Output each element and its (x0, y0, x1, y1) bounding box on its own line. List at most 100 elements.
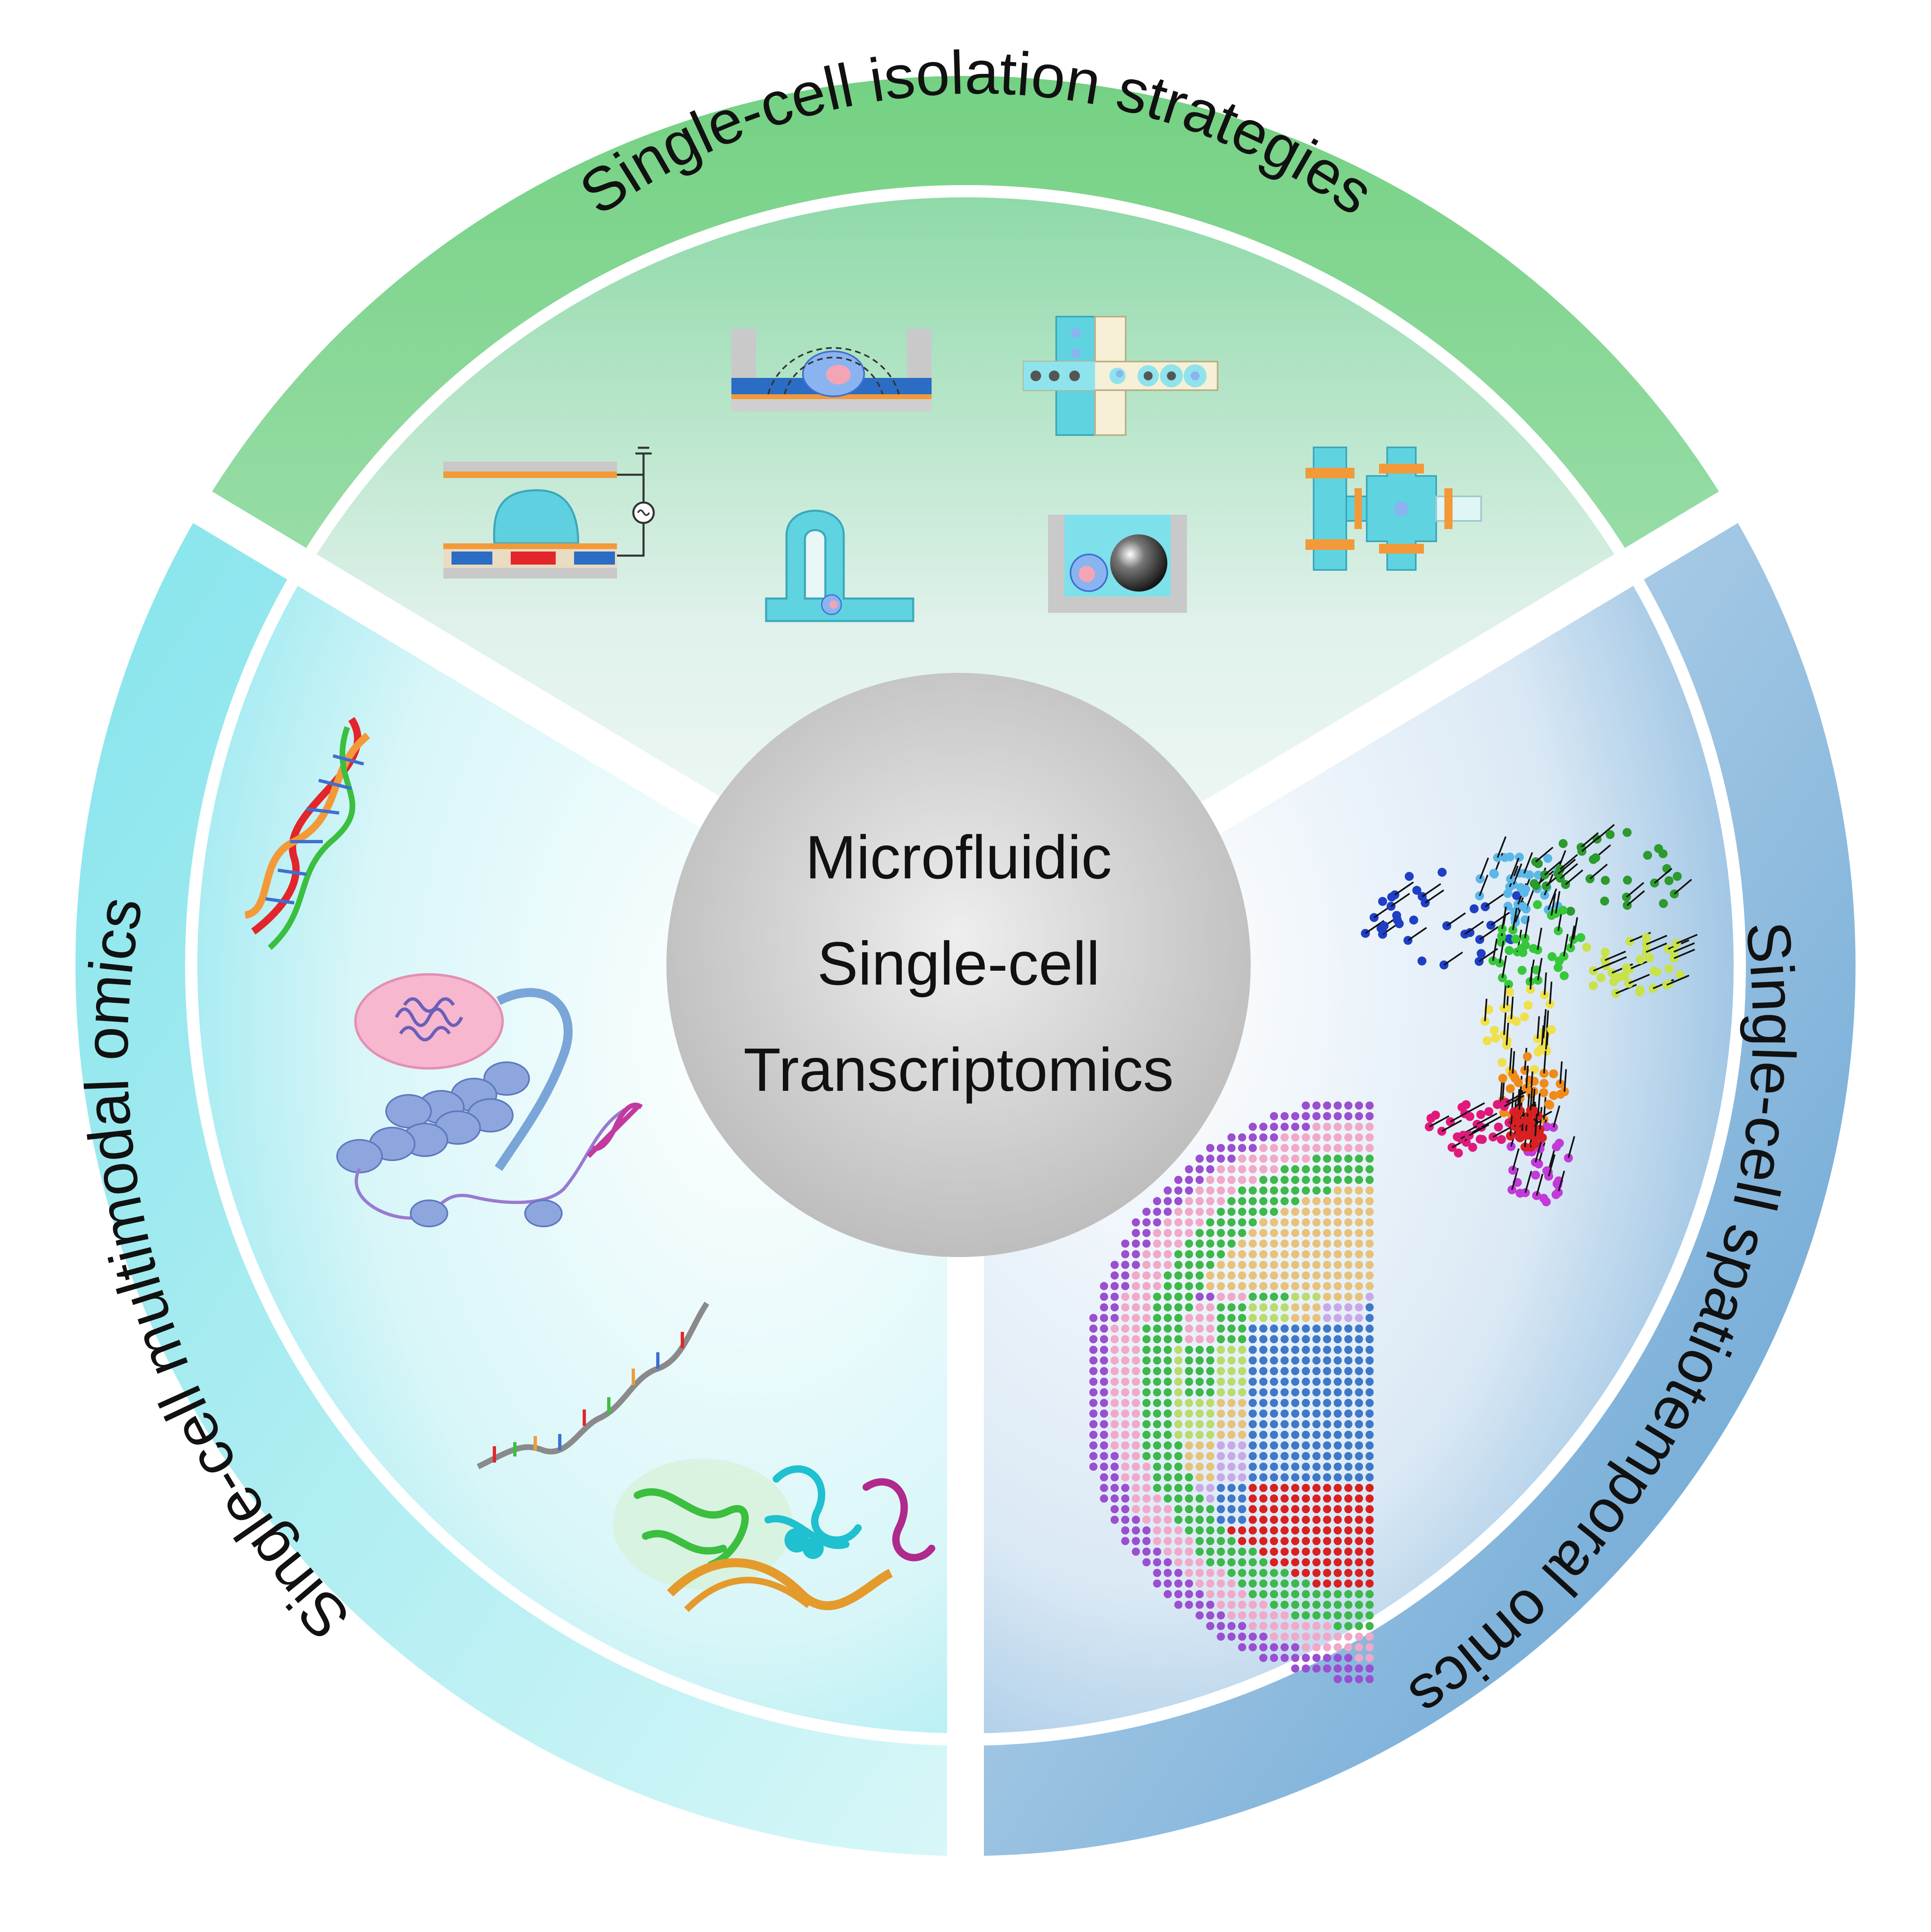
tissue-spot (1281, 1324, 1289, 1333)
tissue-spot (1355, 1664, 1363, 1673)
tissue-spot (1227, 1399, 1236, 1407)
tissue-spot (1089, 1314, 1097, 1322)
tissue-spot (1281, 1601, 1289, 1609)
tissue-spot (1142, 1399, 1151, 1407)
velocity-arrow (1534, 1114, 1538, 1137)
tissue-spot (1281, 1537, 1289, 1545)
tissue-spot (1217, 1176, 1225, 1184)
tissue-spot (1344, 1452, 1352, 1460)
tissue-spot (1270, 1324, 1278, 1333)
tissue-spot (1302, 1346, 1310, 1354)
tissue-spot (1174, 1208, 1182, 1216)
tissue-spot (1281, 1271, 1289, 1280)
tissue-spot (1302, 1303, 1310, 1311)
tissue-spot (1312, 1409, 1321, 1418)
tissue-spot (1344, 1601, 1352, 1609)
tissue-spot (1281, 1378, 1289, 1386)
tissue-spot (1206, 1399, 1214, 1407)
tissue-spot (1206, 1218, 1214, 1226)
tissue-spot (1323, 1548, 1331, 1556)
tissue-spot (1270, 1399, 1278, 1407)
tissue-spot (1323, 1261, 1331, 1269)
tissue-spot (1355, 1548, 1363, 1556)
tissue-spot (1238, 1484, 1246, 1492)
tissue-spot (1344, 1526, 1352, 1534)
velocity-point (1516, 883, 1525, 892)
tissue-spot (1153, 1208, 1161, 1216)
velocity-arrow (1589, 864, 1608, 880)
tissue-spot (1196, 1590, 1204, 1598)
tissue-spot (1270, 1197, 1278, 1205)
tissue-spot (1100, 1356, 1108, 1365)
tissue-spot (1185, 1356, 1193, 1365)
tissue-spot (1206, 1601, 1214, 1609)
tissue-spot (1153, 1293, 1161, 1301)
velocity-point (1484, 1107, 1493, 1116)
velocity-arrow (1569, 925, 1576, 948)
tissue-spot (1100, 1463, 1108, 1471)
tissue-spot (1270, 1452, 1278, 1460)
tissue-spot (1366, 1144, 1374, 1152)
tissue-spot (1355, 1611, 1363, 1619)
tissue-spot (1164, 1346, 1172, 1354)
tissue-spot (1281, 1144, 1289, 1152)
tissue-spot (1259, 1569, 1267, 1577)
tissue-spot (1323, 1526, 1331, 1534)
tissue-spot (1312, 1388, 1321, 1396)
tissue-spot (1217, 1282, 1225, 1290)
tissue-spot (1206, 1240, 1214, 1248)
tissue-spot (1142, 1261, 1151, 1269)
tissue-spot (1132, 1388, 1140, 1396)
tissue-spot (1121, 1324, 1129, 1333)
tissue-spot (1259, 1144, 1267, 1152)
tissue-spot (1174, 1431, 1182, 1439)
tissue-spot (1270, 1494, 1278, 1503)
tissue-spot (1100, 1324, 1108, 1333)
tissue-spot (1153, 1218, 1161, 1226)
tissue-spot (1142, 1516, 1151, 1524)
tissue-spot (1334, 1144, 1342, 1152)
tissue-spot (1334, 1186, 1342, 1195)
tissue-spot (1196, 1324, 1204, 1333)
tissue-spot (1323, 1633, 1331, 1641)
tissue-spot (1164, 1463, 1172, 1471)
tissue-spot (1132, 1548, 1140, 1556)
tissue-spot (1291, 1186, 1299, 1195)
tissue-spot (1196, 1197, 1204, 1205)
tissue-spot (1291, 1409, 1299, 1418)
tissue-spot (1089, 1452, 1097, 1460)
tissue-spot (1217, 1388, 1225, 1396)
tissue-spot (1174, 1218, 1182, 1226)
tissue-spot (1259, 1526, 1267, 1534)
tissue-spot (1270, 1208, 1278, 1216)
tissue-spot (1270, 1505, 1278, 1513)
tissue-spot (1132, 1484, 1140, 1492)
velocity-arrow (1503, 985, 1506, 1008)
tissue-spot (1366, 1165, 1374, 1173)
tissue-spot (1185, 1526, 1193, 1534)
tissue-spot (1185, 1282, 1193, 1290)
tissue-spot (1121, 1378, 1129, 1386)
velocity-point (1558, 905, 1568, 915)
tissue-spot (1238, 1505, 1246, 1513)
trap-well-icon (731, 329, 932, 411)
velocity-arrow (1525, 1065, 1529, 1088)
tissue-spot (1334, 1441, 1342, 1450)
velocity-point (1454, 1148, 1463, 1158)
tissue-spot (1259, 1208, 1267, 1216)
tissue-spot (1302, 1548, 1310, 1556)
tissue-spot (1238, 1537, 1246, 1545)
tissue-spot (1355, 1516, 1363, 1524)
tissue-spot (1312, 1356, 1321, 1365)
tissue-spot (1366, 1664, 1374, 1673)
velocity-point (1642, 933, 1651, 942)
tissue-spot (1227, 1441, 1236, 1450)
velocity-arrow (1509, 1048, 1513, 1071)
tissue-spot (1281, 1133, 1289, 1141)
tissue-spot (1270, 1186, 1278, 1195)
tissue-spot (1249, 1643, 1257, 1651)
velocity-arrow (1580, 832, 1599, 848)
tissue-spot (1270, 1622, 1278, 1630)
tissue-spot (1281, 1314, 1289, 1322)
tissue-spot (1355, 1282, 1363, 1290)
